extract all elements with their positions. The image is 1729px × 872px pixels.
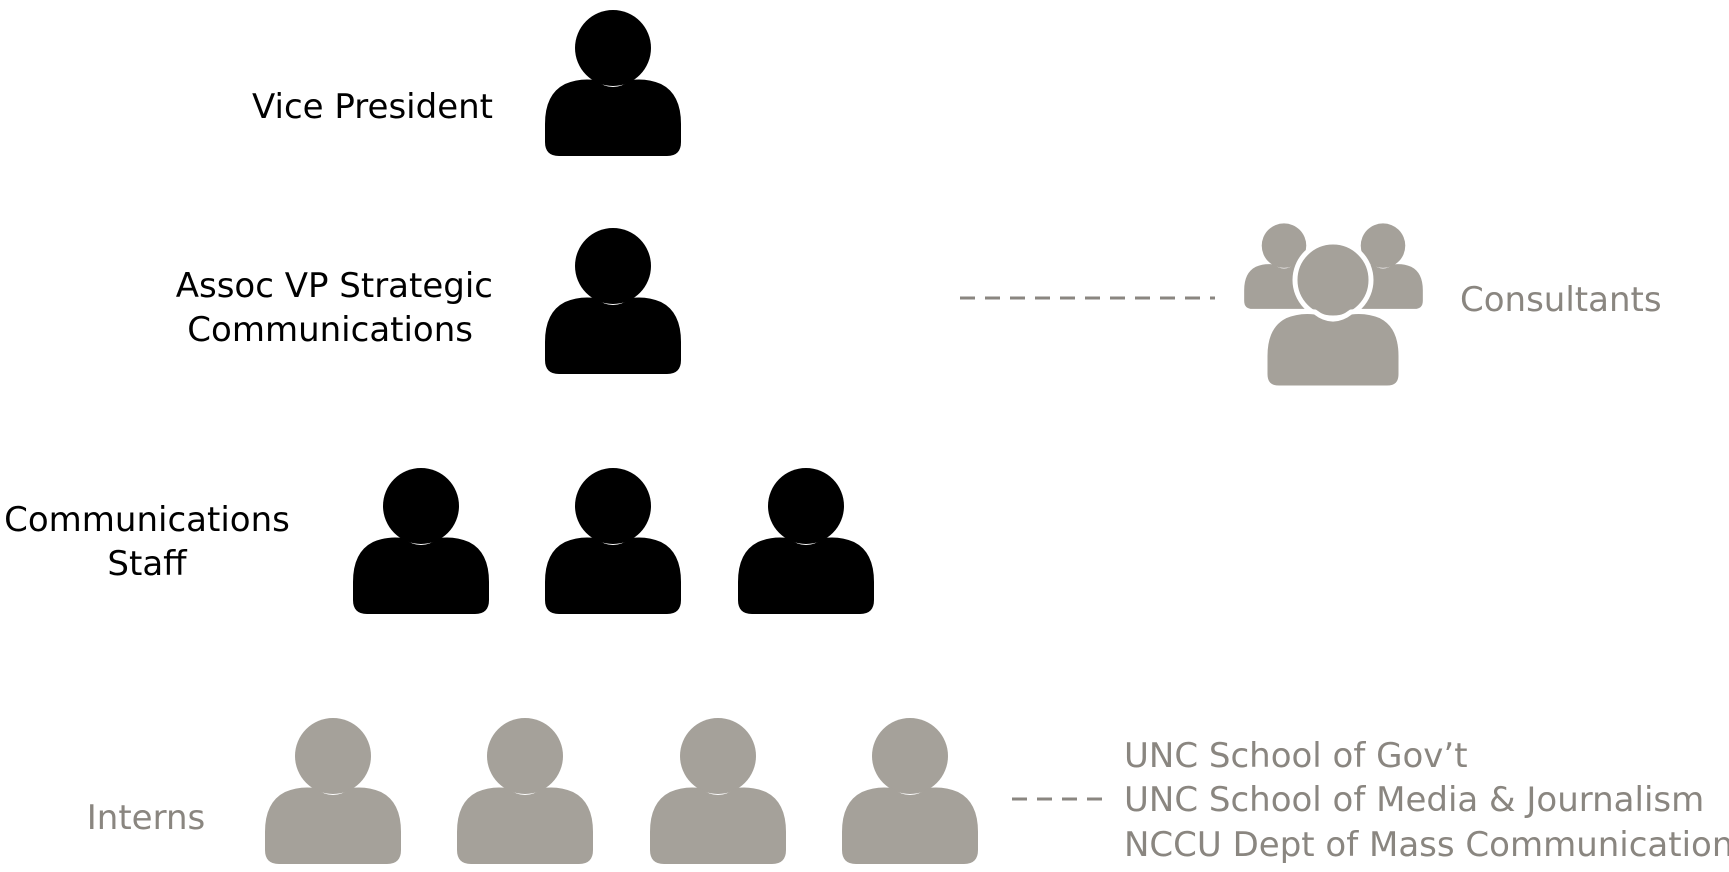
intern-source-item: UNC School of Media & Journalism (1124, 780, 1704, 820)
vice-president-label: Vice President (252, 87, 493, 127)
staff-label-line1: Communications (4, 500, 290, 540)
assoc-vp-label-line2: Communications (187, 310, 473, 350)
staff-person-icon (738, 468, 874, 614)
assoc-vp-person-icon (545, 228, 681, 374)
consultants-label: Consultants (1460, 280, 1662, 320)
staff-person-icon (545, 468, 681, 614)
intern-source-item: UNC School of Gov’t (1124, 736, 1468, 776)
staff-person-icon (353, 468, 489, 614)
interns-label: Interns (87, 798, 205, 838)
intern-person-icon (842, 718, 978, 864)
intern-person-icon (650, 718, 786, 864)
consultants-group-icon (1244, 223, 1423, 388)
vice-president-person-icon (545, 10, 681, 156)
intern-person-icon (265, 718, 401, 864)
intern-source-item: NCCU Dept of Mass Communications (1124, 825, 1729, 865)
intern-person-icon (457, 718, 593, 864)
staff-label-line2: Staff (107, 544, 188, 584)
assoc-vp-label-line1: Assoc VP Strategic (176, 266, 493, 306)
